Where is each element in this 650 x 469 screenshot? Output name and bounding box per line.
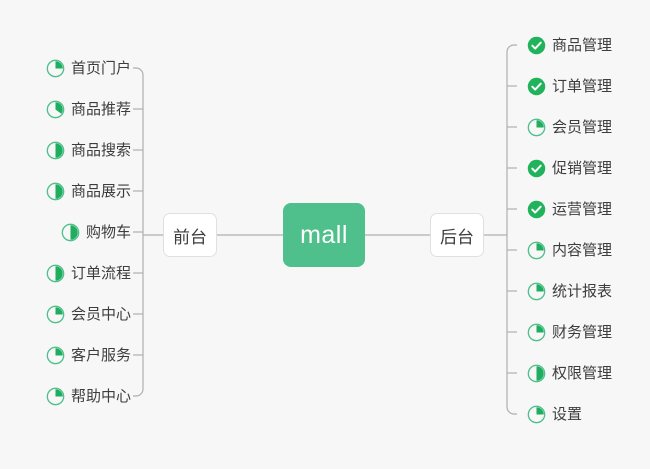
progress-pie-icon xyxy=(527,282,546,300)
check-circle-icon xyxy=(527,77,546,95)
connector-path xyxy=(506,44,517,415)
leaf-item-frontend-2[interactable]: 商品推荐 xyxy=(46,97,131,121)
progress-pie-icon xyxy=(527,405,546,423)
leaf-item-backend-5[interactable]: 运营管理 xyxy=(527,197,612,221)
leaf-item-backend-label: 商品管理 xyxy=(552,36,613,54)
leaf-item-frontend-1[interactable]: 首页门户 xyxy=(46,56,131,80)
leaf-item-frontend-6[interactable]: 订单流程 xyxy=(46,261,131,285)
leaf-item-backend-6[interactable]: 内容管理 xyxy=(527,238,612,262)
branch-node-backend-label: 后台 xyxy=(440,227,474,247)
leaf-item-frontend-label: 商品搜索 xyxy=(70,141,131,159)
progress-pie-icon xyxy=(46,305,65,323)
leaf-item-backend-label: 促销管理 xyxy=(552,159,613,177)
leaf-item-frontend-label: 商品推荐 xyxy=(70,100,131,118)
leaf-item-frontend-9[interactable]: 帮助中心 xyxy=(46,384,131,408)
leaf-item-backend-7[interactable]: 统计报表 xyxy=(527,279,612,303)
leaf-item-backend-4[interactable]: 促销管理 xyxy=(527,156,612,180)
leaf-item-backend-9[interactable]: 权限管理 xyxy=(527,361,612,385)
leaf-item-frontend-5[interactable]: 购物车 xyxy=(61,220,131,244)
leaf-item-frontend-label: 订单流程 xyxy=(70,264,131,282)
leaf-item-frontend-8[interactable]: 客户服务 xyxy=(46,343,131,367)
progress-pie-icon xyxy=(527,241,546,259)
branch-node-frontend-label: 前台 xyxy=(173,227,207,247)
leaf-item-frontend-7[interactable]: 会员中心 xyxy=(46,302,131,326)
progress-pie-icon xyxy=(527,364,546,382)
progress-pie-icon xyxy=(527,323,546,341)
check-circle-icon xyxy=(527,36,546,54)
leaf-item-backend-label: 运营管理 xyxy=(552,200,613,218)
check-circle-icon xyxy=(527,159,546,177)
progress-pie-icon xyxy=(527,118,546,136)
connector-path xyxy=(133,67,144,397)
leaf-item-backend-8[interactable]: 财务管理 xyxy=(527,320,612,344)
leaf-item-backend-label: 会员管理 xyxy=(552,118,613,136)
progress-pie-icon xyxy=(46,264,65,282)
leaf-item-frontend-label: 客户服务 xyxy=(70,346,131,364)
progress-pie-icon xyxy=(46,59,65,77)
progress-pie-icon xyxy=(46,346,65,364)
leaf-item-frontend-label: 商品展示 xyxy=(70,182,131,200)
leaf-item-frontend-label: 会员中心 xyxy=(70,305,131,323)
branch-node-frontend[interactable]: 前台 xyxy=(163,213,217,257)
leaf-item-backend-label: 权限管理 xyxy=(552,364,613,382)
leaf-item-frontend-3[interactable]: 商品搜索 xyxy=(46,138,131,162)
branch-node-backend[interactable]: 后台 xyxy=(430,213,484,257)
leaf-item-backend-label: 统计报表 xyxy=(552,282,613,300)
leaf-item-frontend-4[interactable]: 商品展示 xyxy=(46,179,131,203)
leaf-item-backend-2[interactable]: 订单管理 xyxy=(527,74,612,98)
progress-pie-icon xyxy=(61,223,80,241)
progress-pie-icon xyxy=(46,141,65,159)
leaf-item-frontend-label: 首页门户 xyxy=(70,59,131,77)
leaf-item-backend-label: 内容管理 xyxy=(552,241,613,259)
leaf-item-backend-label: 设置 xyxy=(552,405,583,423)
leaf-item-backend-1[interactable]: 商品管理 xyxy=(527,33,612,57)
root-node-label: mall xyxy=(300,220,348,249)
leaf-item-frontend-label: 帮助中心 xyxy=(70,387,131,405)
progress-pie-icon xyxy=(46,100,65,118)
leaf-item-backend-3[interactable]: 会员管理 xyxy=(527,115,612,139)
root-node-mall[interactable]: mall xyxy=(283,203,365,267)
leaf-item-backend-label: 订单管理 xyxy=(552,77,613,95)
leaf-item-backend-label: 财务管理 xyxy=(552,323,613,341)
leaf-item-backend-10[interactable]: 设置 xyxy=(527,402,582,426)
progress-pie-icon xyxy=(46,182,65,200)
check-circle-icon xyxy=(527,200,546,218)
progress-pie-icon xyxy=(46,387,65,405)
leaf-item-frontend-label: 购物车 xyxy=(85,223,131,241)
